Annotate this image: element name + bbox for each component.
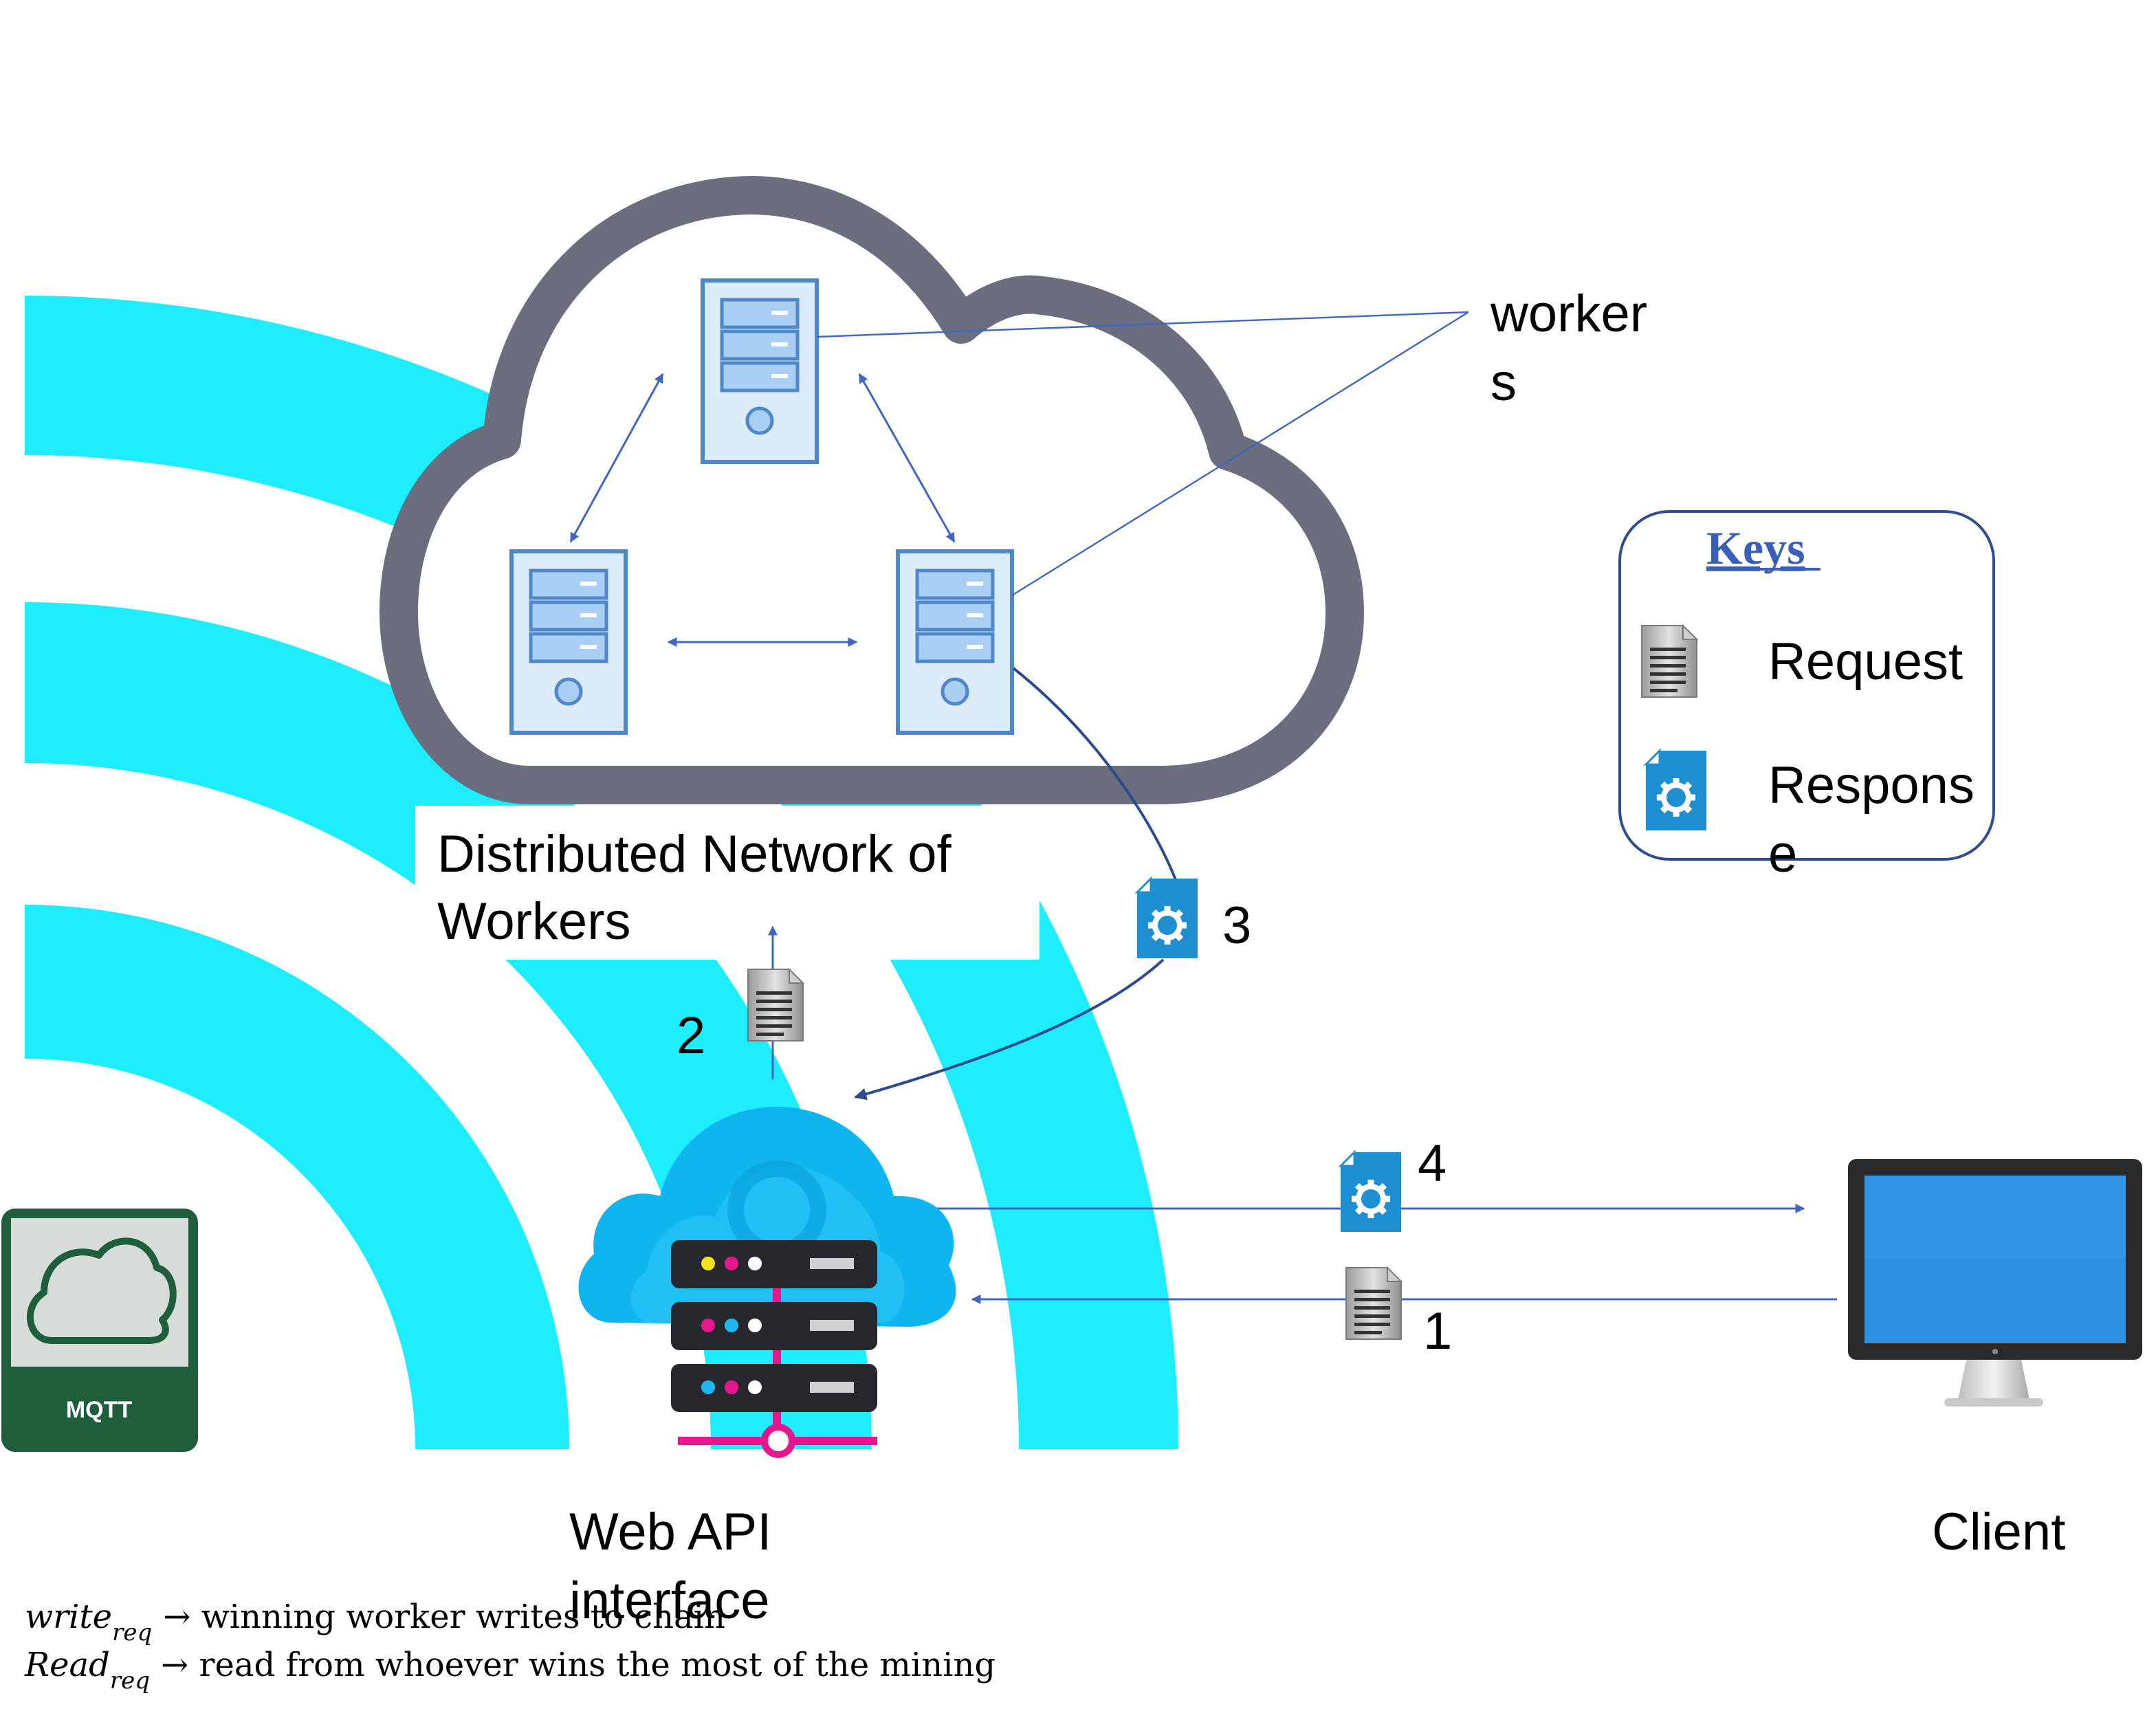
legend-response-label-line2: e <box>1768 825 1797 883</box>
note-read-variable: Read <box>24 1646 110 1684</box>
mqtt-label: MQTT <box>66 1397 133 1423</box>
network-label-line1: Distributed Network of <box>437 825 952 883</box>
workers-label-line1: worker <box>1490 285 1647 343</box>
wifi-arc-inner <box>25 905 569 1449</box>
gear-document-icon <box>1137 879 1198 958</box>
web-api-label-line2: interface <box>569 1572 770 1630</box>
monitor-icon <box>1848 1159 2142 1407</box>
worker-peer-links <box>569 373 956 647</box>
cloud-server-icon <box>578 1107 956 1458</box>
server-icon <box>512 551 626 733</box>
note-read-text: → read from whoever wins the most of the… <box>161 1646 996 1684</box>
peer-arrow-top-left <box>569 373 664 543</box>
note-read: Readreq → read from whoever wins the most… <box>24 1646 996 1695</box>
workers-callout-lines <box>816 311 1469 597</box>
step-number-2: 2 <box>676 1006 705 1065</box>
note-write-subscript: req <box>112 1619 152 1646</box>
gear-document-icon <box>1341 1152 1401 1232</box>
flow-arrow-step-3-tail <box>854 958 1165 1101</box>
step-number-1: 1 <box>1423 1302 1452 1360</box>
legend-request-label: Request <box>1768 632 1963 691</box>
legend-title: Keys <box>1706 522 1805 574</box>
server-icon <box>898 551 1012 733</box>
document-icon <box>1345 1267 1402 1340</box>
web-api-label-line1: Web API <box>569 1503 771 1561</box>
notes: writereq→ winning worker writes to chain… <box>24 1598 996 1695</box>
server-icon <box>703 280 817 462</box>
note-write-text: → winning worker writes to chain <box>163 1598 725 1636</box>
note-read-subscript: req <box>110 1667 150 1695</box>
flow-arrow-step-3 <box>1012 667 1181 892</box>
network-label-background <box>415 806 1040 960</box>
mqtt-cloud-icon <box>1 1209 198 1452</box>
note-write-variable: write <box>25 1598 112 1636</box>
step-number-4: 4 <box>1418 1134 1446 1193</box>
legend-response-label-line1: Respons <box>1768 756 1974 815</box>
document-icon <box>1641 625 1697 698</box>
legend-box: Keys Request Respons e <box>1618 510 1995 883</box>
gear-document-icon <box>1646 751 1706 830</box>
peer-arrow-top-right <box>858 373 956 543</box>
step-number-3: 3 <box>1222 896 1251 955</box>
document-icon <box>747 969 804 1041</box>
network-label-line2: Workers <box>437 892 631 951</box>
workers-label-line2: s <box>1490 353 1517 412</box>
client-label: Client <box>1932 1503 2065 1561</box>
note-write: writereq → winning worker writes to chain <box>25 1598 725 1646</box>
